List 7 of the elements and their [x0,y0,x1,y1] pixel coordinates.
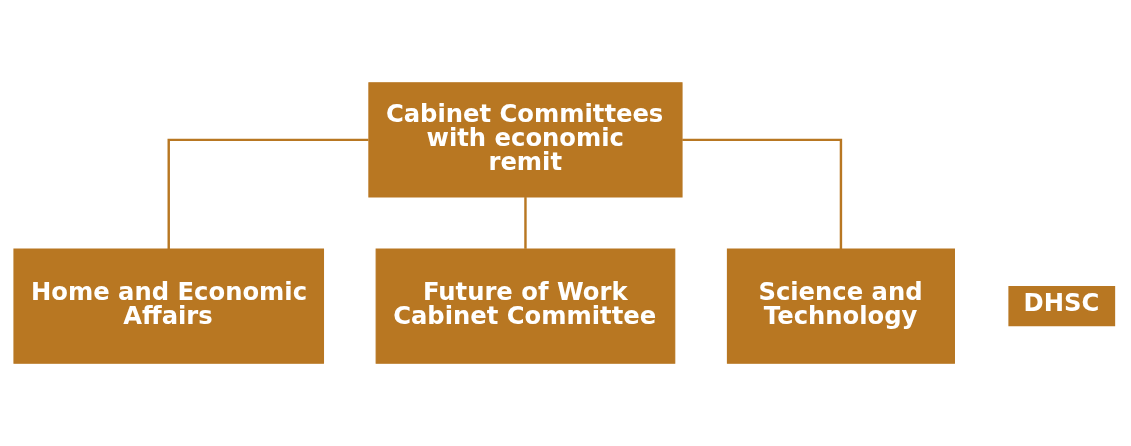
node-box: Science and Technology [726,248,955,364]
node-box: Home and Economic Affairs [13,248,325,364]
node-box: Future of Work Cabinet Committee [375,248,676,364]
connector [524,197,527,249]
connector [682,138,843,249]
connector [167,138,369,249]
node-box: Cabinet Committees with economic remit [368,82,683,198]
